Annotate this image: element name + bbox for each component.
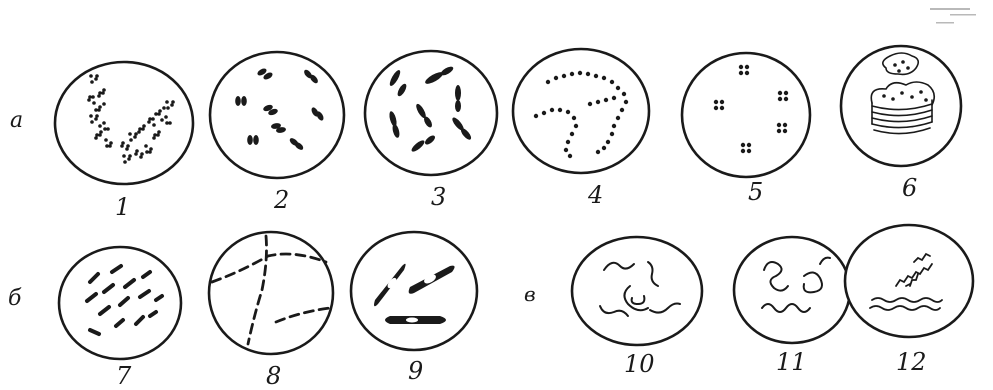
figure-number-4: 4 — [588, 183, 603, 207]
figure-number-12: 12 — [896, 350, 927, 374]
figure-number-8: 8 — [266, 364, 281, 388]
cell-2-diplococci — [210, 52, 344, 178]
cell-7-rods — [59, 247, 181, 359]
cell-6-sarcina — [841, 46, 961, 166]
cell-4-streptococci — [513, 49, 649, 173]
cell-1-cocci-clusters — [55, 62, 193, 184]
cell-11-spirilla — [734, 237, 850, 343]
figure-number-9: 9 — [408, 359, 423, 383]
cell-3-lanceolate-diplococci — [365, 51, 497, 175]
cell-9-spore-forming-rods — [351, 232, 477, 350]
figure-number-11: 11 — [776, 350, 807, 374]
figure-number-6: 6 — [902, 176, 917, 200]
cell-8-streptobacilli — [209, 232, 333, 354]
figure-number-3: 3 — [431, 185, 446, 209]
figure-number-10: 10 — [624, 352, 655, 376]
figure-number-5: 5 — [748, 180, 763, 204]
row-label-b: б — [8, 288, 21, 310]
cell-10-vibrios — [572, 237, 702, 345]
print-speckles — [930, 8, 976, 24]
figure-number-2: 2 — [274, 188, 289, 212]
row-label-v: в — [524, 284, 536, 304]
row-label-a: а — [10, 110, 23, 132]
cell-5-tetracocci — [682, 53, 810, 177]
cell-12-spirochetes — [845, 225, 973, 337]
figure-number-7: 7 — [116, 364, 131, 388]
figure-number-1: 1 — [115, 195, 130, 219]
